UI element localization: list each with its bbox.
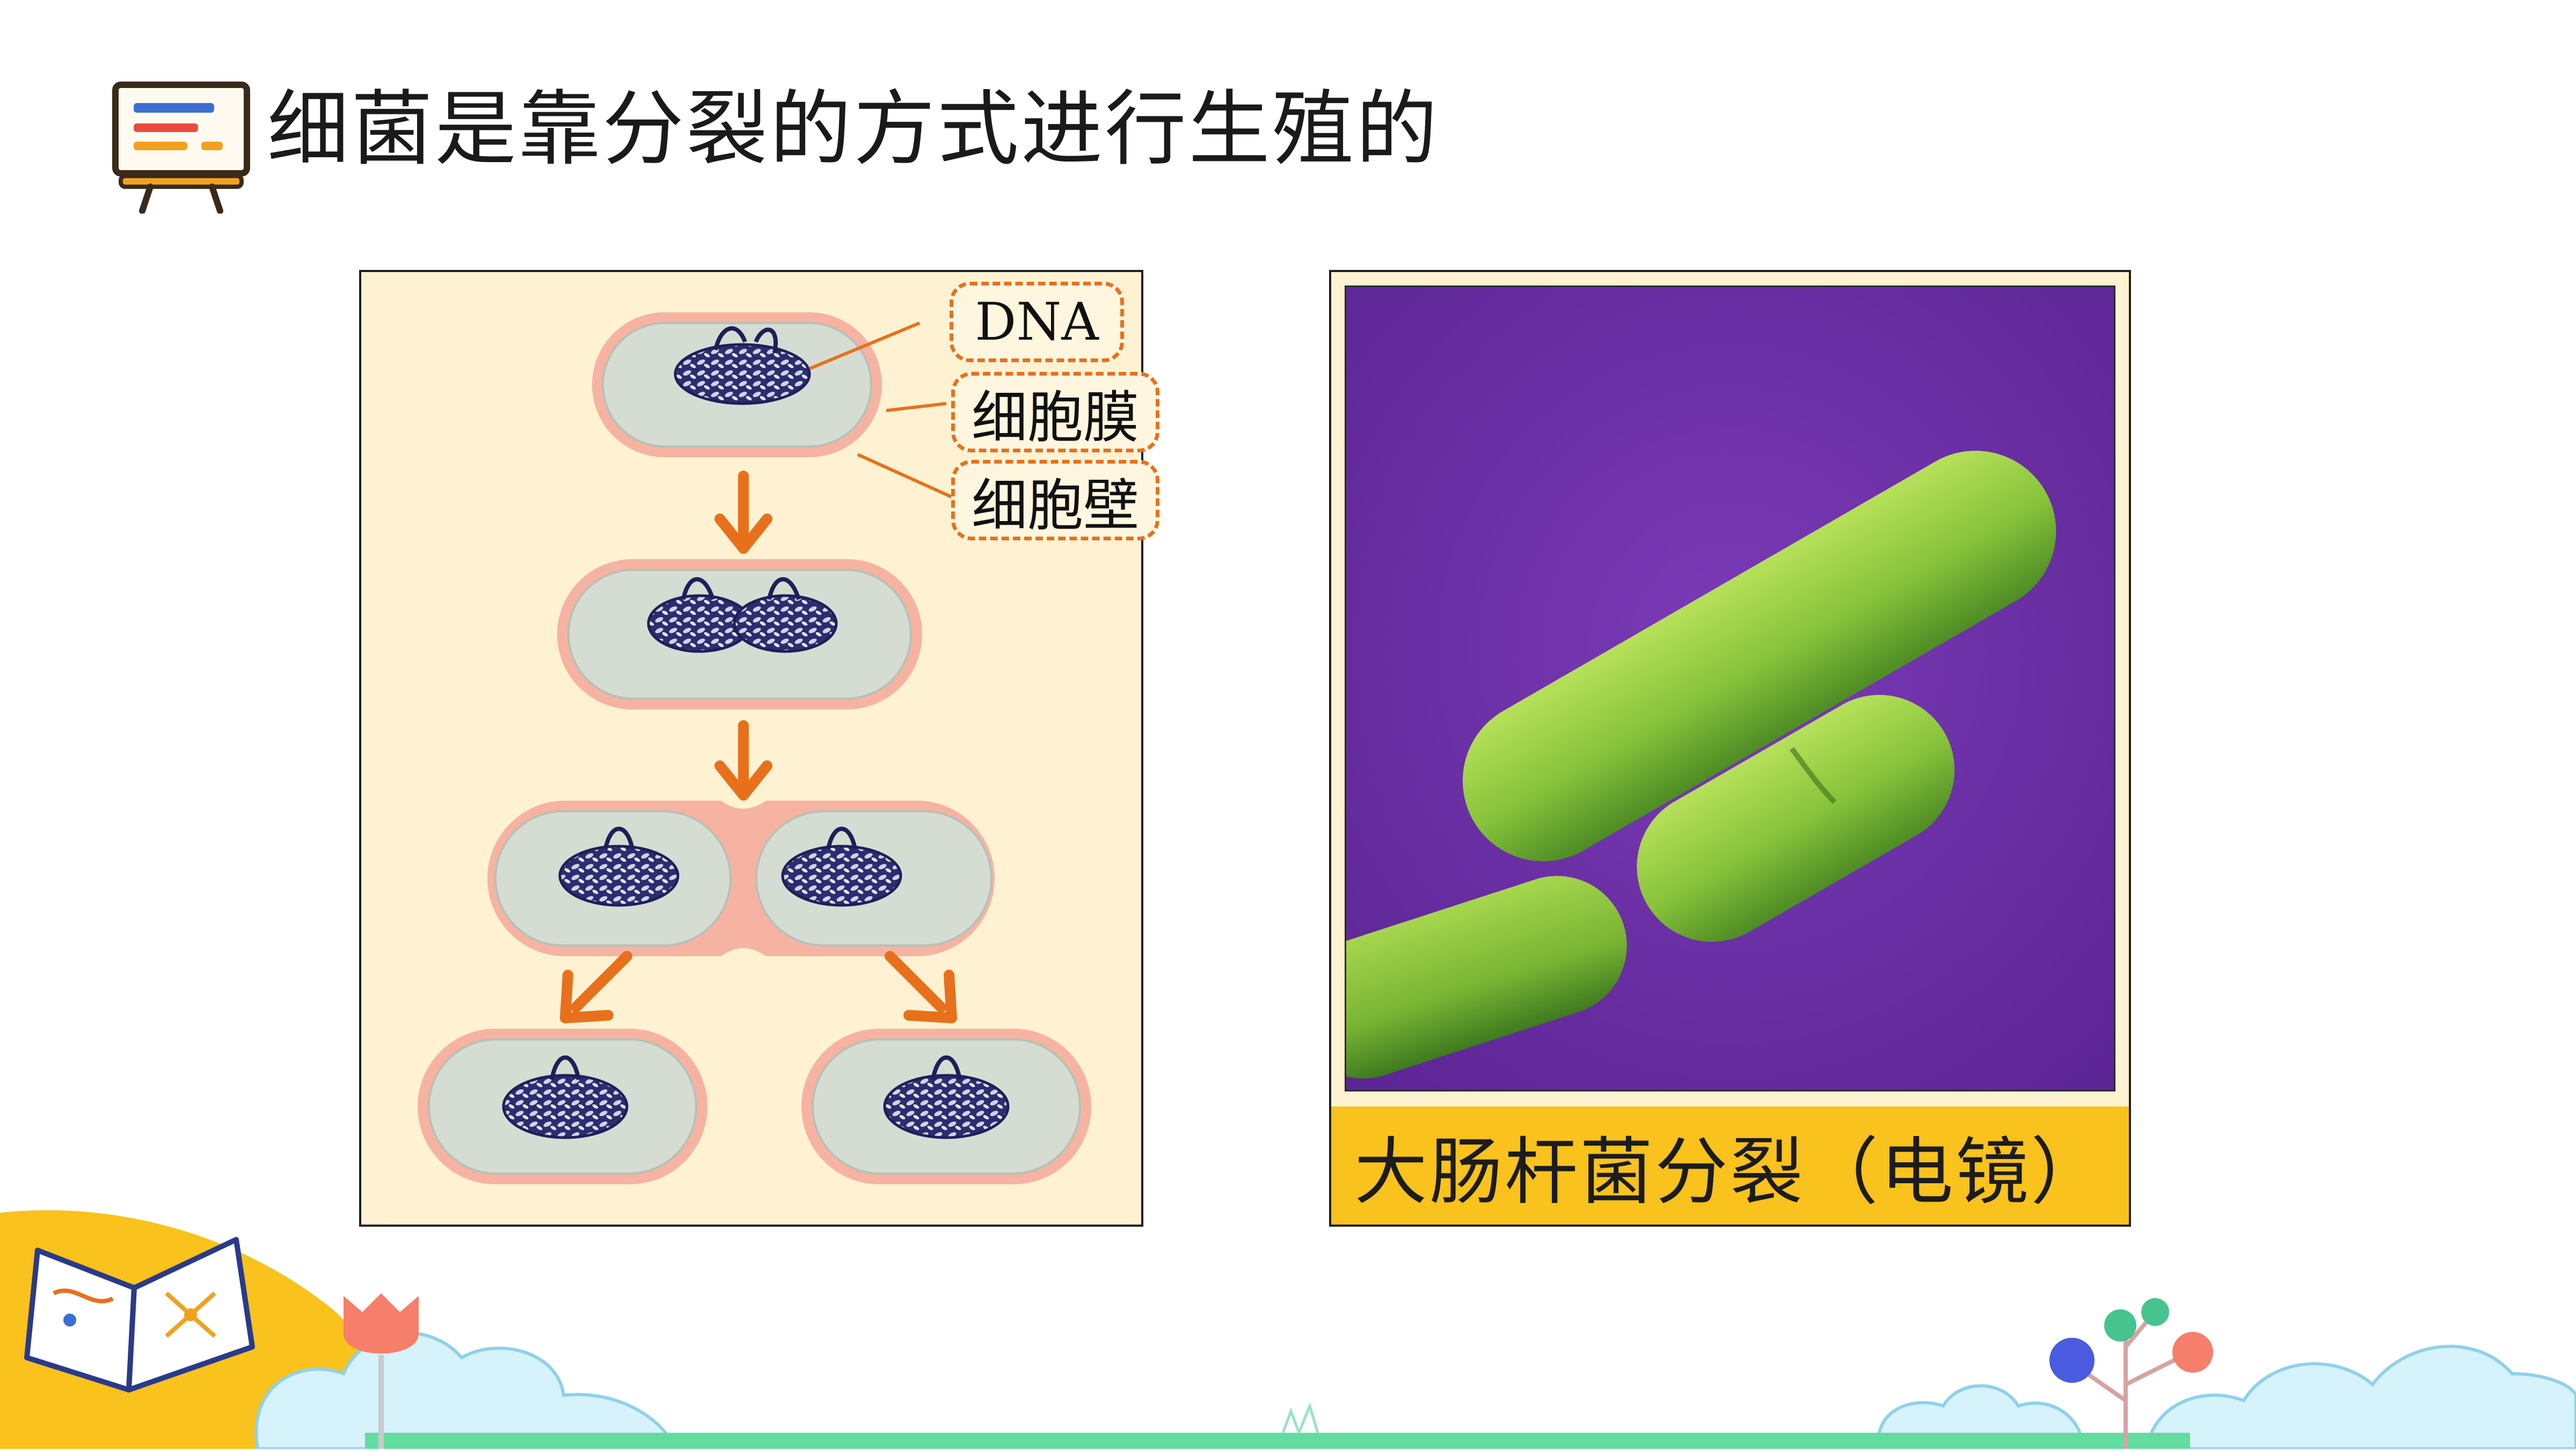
dna-label: DNA: [950, 282, 1124, 362]
ecoli-photo-panel: 大肠杆菌分裂（电镜）: [1329, 270, 2131, 1227]
arrow-down-icon: [714, 720, 772, 801]
presentation-board-icon: [110, 79, 252, 214]
arrow-down-right-icon: [885, 951, 957, 1023]
bacterium-daughter-cell-right: [801, 1029, 1091, 1184]
arrow-down-icon: [714, 471, 772, 554]
ecoli-micrograph: [1345, 285, 2115, 1091]
dna-coil: [502, 1055, 629, 1139]
cell-membrane-label: 细胞膜: [951, 372, 1159, 452]
binary-fission-diagram: DNA 细胞膜 细胞壁: [359, 270, 1159, 1227]
photo-caption: 大肠杆菌分裂（电镜）: [1354, 1130, 2106, 1215]
bacterium-daughter-cell-left: [418, 1029, 707, 1184]
tulip-icon: [333, 1285, 429, 1449]
open-book-icon: [21, 1218, 258, 1395]
bacterium-cell-stage-1: [592, 312, 882, 457]
dna-coil: [883, 1055, 1010, 1139]
bacterium-cell-stage-3: [487, 801, 995, 956]
caption-bar: 大肠杆菌分裂（电镜）: [1331, 1106, 2129, 1225]
dna-coil: [558, 826, 902, 907]
dna-coil: [674, 326, 811, 405]
arrow-down-left-icon: [560, 951, 632, 1023]
bacterium-cell-stage-2: [557, 559, 922, 709]
page-title: 细菌是靠分裂的方式进行生殖的: [267, 82, 1440, 177]
cell-wall-label: 细胞壁: [951, 460, 1159, 540]
balloon-tree-icon: [2040, 1293, 2233, 1449]
dna-coil: [647, 577, 838, 653]
